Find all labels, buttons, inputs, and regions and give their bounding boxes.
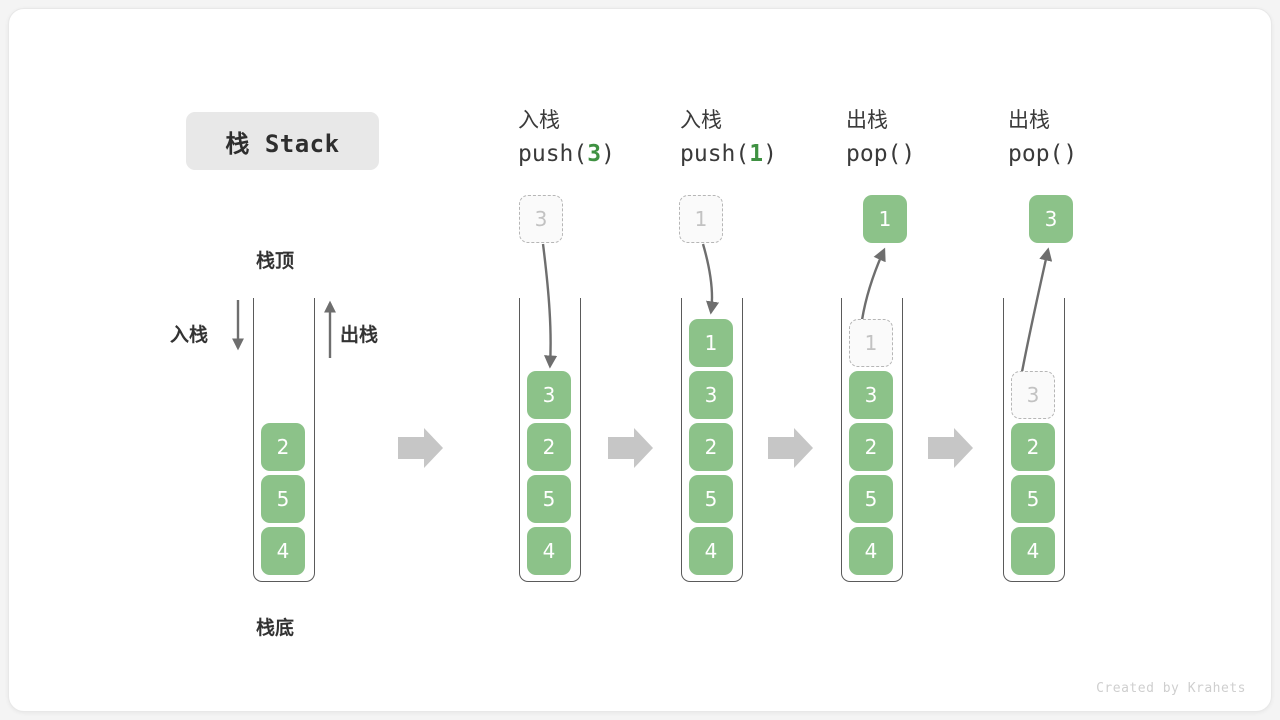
left-stack-tube bbox=[253, 298, 315, 582]
step-1-cn-label: 入栈 bbox=[518, 108, 560, 132]
step-4-tube bbox=[1003, 298, 1065, 582]
left-stack-box-0: 2 bbox=[261, 423, 305, 471]
stack-top-label: 栈顶 bbox=[256, 250, 295, 272]
step-2-op-suffix: ) bbox=[763, 141, 777, 167]
step-2-box-3: 5 bbox=[689, 475, 733, 523]
step-1-header: 入栈 push(3) bbox=[518, 106, 688, 170]
step-2-header: 入栈 push(1) bbox=[680, 106, 850, 170]
step-4-box-4: 4 bbox=[1011, 527, 1055, 575]
step-4-cn-label: 出栈 bbox=[1008, 108, 1050, 132]
step-2-op-prefix: push( bbox=[680, 141, 750, 167]
step-1-op-label: push(3) bbox=[518, 138, 688, 170]
step-3-tube bbox=[841, 298, 903, 582]
left-stack-box-1: 5 bbox=[261, 475, 305, 523]
step-1-box-0: 3 bbox=[527, 371, 571, 419]
step-3-op-prefix: pop( bbox=[846, 141, 902, 167]
step-4-floating-box: 3 bbox=[1029, 195, 1073, 243]
step-1-box-1: 2 bbox=[527, 423, 571, 471]
step-1-floating-box: 3 bbox=[519, 195, 563, 243]
step-3-box-0: 1 bbox=[849, 319, 893, 367]
title-badge: 栈 Stack bbox=[186, 112, 379, 170]
step-4-box-2: 2 bbox=[1011, 423, 1055, 471]
step-2-tube bbox=[681, 298, 743, 582]
step-3-cn-label: 出栈 bbox=[846, 108, 888, 132]
title-badge-label: 栈 Stack bbox=[225, 129, 340, 158]
step-4-op-prefix: pop( bbox=[1008, 141, 1064, 167]
step-3-box-2: 2 bbox=[849, 423, 893, 471]
step-2-op-arg: 1 bbox=[749, 141, 764, 167]
left-push-label: 入栈 bbox=[170, 324, 209, 346]
step-1-op-suffix: ) bbox=[601, 141, 615, 167]
footer-credit: Created by Krahets bbox=[1096, 681, 1246, 696]
step-1-op-arg: 3 bbox=[587, 141, 602, 167]
step-3-floating-box: 1 bbox=[863, 195, 907, 243]
step-2-cn-label: 入栈 bbox=[680, 108, 722, 132]
step-2-box-0: 1 bbox=[689, 319, 733, 367]
step-1-tube bbox=[519, 298, 581, 582]
step-4-op-label: pop() bbox=[1008, 138, 1178, 170]
step-2-box-2: 2 bbox=[689, 423, 733, 471]
stack-bottom-label: 栈底 bbox=[256, 617, 295, 639]
step-4-op-suffix: ) bbox=[1063, 141, 1078, 167]
step-2-box-1: 3 bbox=[689, 371, 733, 419]
step-1-op-prefix: push( bbox=[518, 141, 588, 167]
step-2-floating-box: 1 bbox=[679, 195, 723, 243]
step-3-box-4: 4 bbox=[849, 527, 893, 575]
step-4-header: 出栈 pop() bbox=[1008, 106, 1178, 170]
step-3-box-1: 3 bbox=[849, 371, 893, 419]
left-pop-label: 出栈 bbox=[340, 324, 379, 346]
step-3-header: 出栈 pop() bbox=[846, 106, 1016, 170]
step-3-box-3: 5 bbox=[849, 475, 893, 523]
left-stack-box-2: 4 bbox=[261, 527, 305, 575]
step-1-box-2: 5 bbox=[527, 475, 571, 523]
step-1-box-3: 4 bbox=[527, 527, 571, 575]
step-3-op-label: pop() bbox=[846, 138, 1016, 170]
step-4-box-1: 3 bbox=[1011, 371, 1055, 419]
step-2-op-label: push(1) bbox=[680, 138, 850, 170]
step-3-op-suffix: ) bbox=[901, 141, 916, 167]
step-4-box-3: 5 bbox=[1011, 475, 1055, 523]
step-2-box-4: 4 bbox=[689, 527, 733, 575]
